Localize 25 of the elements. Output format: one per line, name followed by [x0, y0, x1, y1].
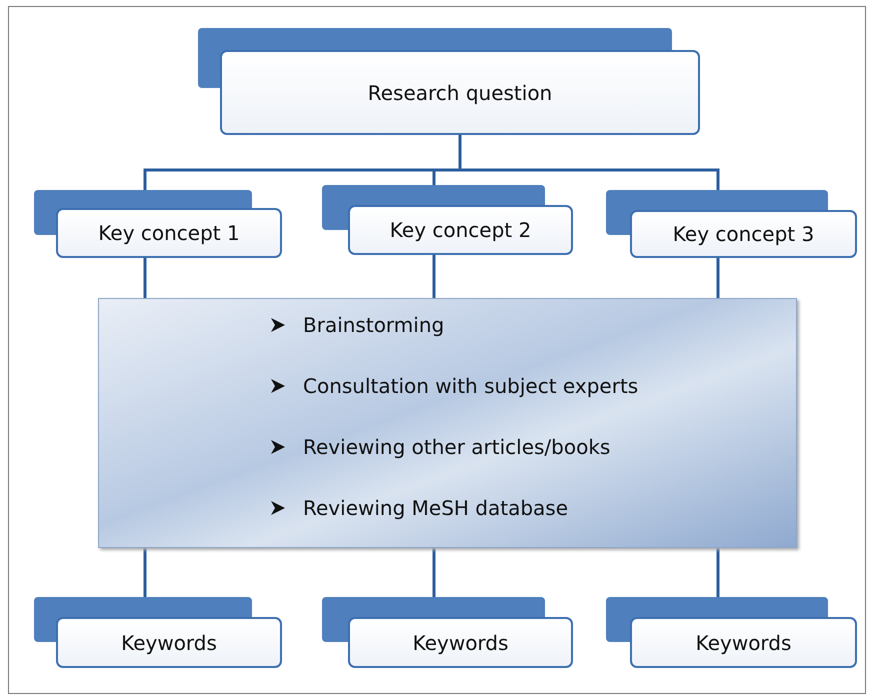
layered-box: [606, 597, 857, 668]
bullet-text: Reviewing other articles/books: [303, 435, 610, 459]
connector-line: [716, 258, 720, 298]
layered-box: [322, 185, 573, 255]
connector-line: [432, 255, 436, 298]
box-label: Keywords: [412, 630, 508, 654]
connector-line: [716, 548, 720, 597]
layered-box: [198, 28, 700, 135]
box-label: Keywords: [121, 630, 217, 654]
box-label: Key concept 2: [390, 218, 532, 242]
box-label: Key concept 3: [672, 222, 814, 246]
bullet-text: Brainstorming: [303, 313, 444, 337]
layered-box: [34, 190, 282, 258]
layered-box: [34, 597, 282, 668]
bullet-text: Consultation with subject experts: [303, 374, 638, 398]
layered-box: [606, 190, 857, 258]
method-panel: [98, 298, 797, 548]
connector-line: [144, 258, 146, 298]
connector-line: [144, 548, 146, 597]
connector-line: [432, 548, 436, 597]
box-label: Research question: [368, 80, 552, 104]
box-label: Keywords: [696, 630, 792, 654]
layered-box: [322, 597, 573, 668]
bullet-text: Reviewing MeSH database: [303, 496, 568, 520]
box-label: Key concept 1: [98, 221, 240, 245]
